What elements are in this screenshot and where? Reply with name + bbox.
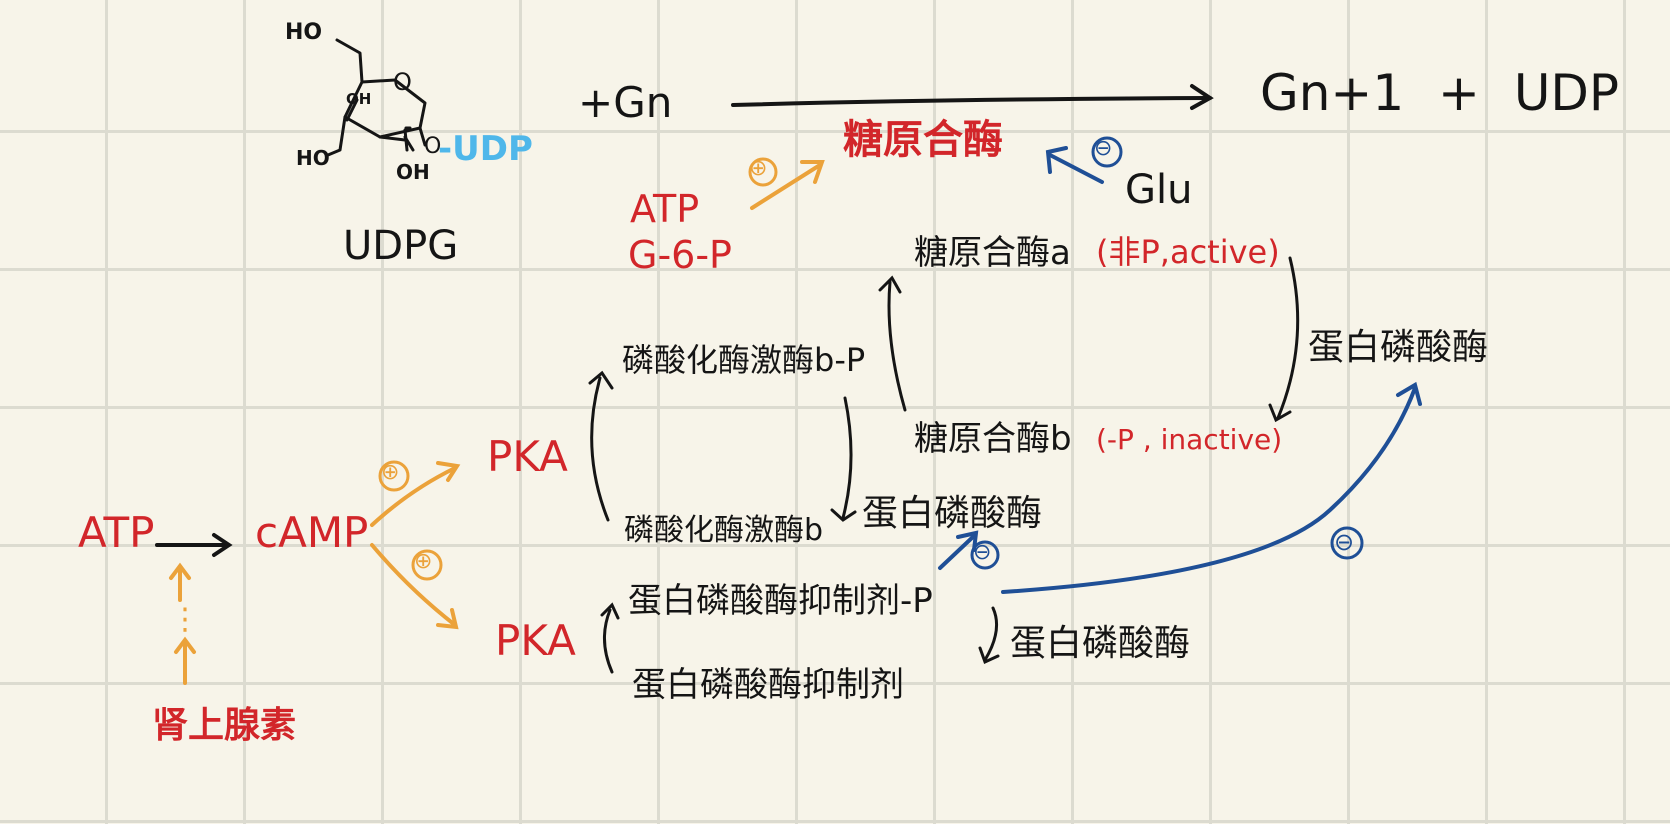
activator-arrow [750,160,825,210]
synthase-cycle-arrows [878,256,1300,423]
signal-atp-label: ATP [78,508,155,557]
pka-upper-label: PKA [487,432,568,481]
pka-lower-label: PKA [495,616,576,665]
udpg-oh-bottom: OH [396,160,430,184]
udpg-structure [326,38,427,157]
udpg-ring-oxygen: O [393,68,412,96]
udpg-ho-top: HO [285,20,323,45]
pka-upper-plus-circle [378,460,410,492]
glu-inhibit-sign: ⊖ [1094,136,1113,161]
products-label: Gn+1 + UDP [1260,64,1620,122]
activator-g6p: G-6-P [628,233,732,277]
inhibitor-phosphatase-label: 蛋白磷酸酶 [1010,623,1191,664]
udpg-udp-tag: -UDP [438,129,533,169]
glu-label: Glu [1125,167,1193,213]
plus-gn-label: +Gn [578,78,673,127]
udpg-ho-left: HO [296,146,330,170]
kinase-cycle-arrows [588,370,857,522]
glu-inhibit-arrow [1045,146,1104,184]
atp-camp-arrow [155,533,233,557]
activator-sign: ⊕ [749,156,768,181]
activator-atp: ATP [630,187,700,231]
synthase-enzyme-label: 糖原合酶 [843,117,1003,163]
inhibitor-short-circle [970,540,1000,570]
inhibitor-short-sign: ⊖ [973,540,992,565]
kinase-b-label: 磷酸化酶激酶b [624,513,824,548]
synthase-b-note: (-P , inactive) [1096,423,1283,456]
camp-pka-arrows [370,461,461,630]
inhibitor-long-circle [1330,526,1364,560]
hormone-dots: ⋮ [170,602,200,637]
udpg-o-link: O [424,134,442,159]
hormone-label: 肾上腺素 [152,705,297,746]
inhibitor-long-sign: ⊖ [1334,528,1355,556]
hormone-arrows [169,562,196,685]
inhibitor-p-label: 蛋白磷酸酶抑制剂-P [628,581,933,621]
synthase-b-label: 糖原合酶b [914,419,1072,459]
kinase-b-p-label: 磷酸化酶激酶b-P [622,341,866,379]
kinase-phosphatase-label: 蛋白磷酸酶 [862,493,1043,534]
pka-lower-plus: ⊕ [414,549,433,574]
udpg-ring-oh: OH [346,90,372,108]
activator-sign-circle [748,157,778,187]
inhibitor-cycle-arrows [600,602,1000,674]
synthase-a-label: 糖原合酶a [914,233,1071,273]
pka-lower-plus-circle [411,549,443,581]
inhibitor-long-arrow [1001,381,1422,594]
main-reaction-arrow [731,84,1214,110]
inhibitor-label: 蛋白磷酸酶抑制剂 [632,665,904,705]
inhibitor-short-arrow [938,530,979,570]
glu-inhibit-circle [1091,136,1123,168]
camp-label: cAMP [255,508,369,557]
udpg-name: UDPG [343,223,459,269]
pka-upper-plus: ⊕ [381,460,400,485]
synthase-phosphatase-label: 蛋白磷酸酶 [1308,327,1489,368]
synthase-a-note: (非P,active) [1096,233,1280,271]
